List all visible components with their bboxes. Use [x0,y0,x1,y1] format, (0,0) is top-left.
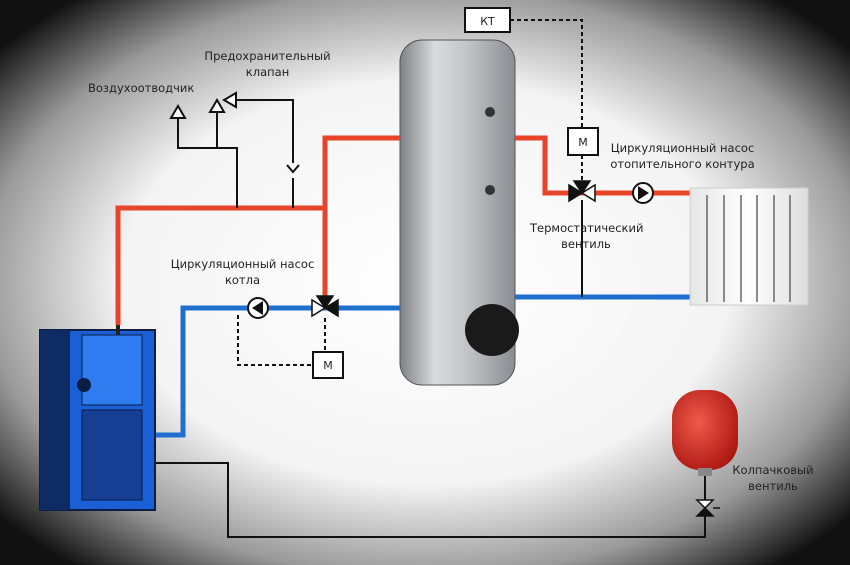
label-line: Циркуляционный насос [170,257,315,271]
motor-drive-bottom [312,351,344,379]
boiler-pump-label: Циркуляционный насос котла [170,256,315,288]
cap-valve-label: Колпачковый вентиль [728,462,818,494]
label-line: клапан [245,65,290,79]
kt-label: КТ [480,15,495,28]
heating-pump-icon [632,182,654,204]
boiler-pump-icon [247,297,269,319]
motor-drive-top [567,127,599,156]
supply-pipes [115,135,690,325]
thermostatic-valve-icon [568,180,596,203]
boiler [39,325,156,511]
cap-valve-icon [695,499,720,517]
air-vent-label: Воздухоотводчик [88,81,195,95]
heating-pump-label: Циркуляционный насос отопительного конту… [600,140,765,172]
kt-controller [464,7,511,33]
control-lines [237,19,583,366]
label-line: вентиль [748,479,798,493]
storage-tank [399,39,519,386]
connection-lines [155,99,706,538]
label-line: Циркуляционный насос [610,141,755,155]
return-pipes [155,294,690,438]
label-line: отопительного контура [610,157,755,171]
label-line: котла [224,273,261,287]
three-way-valve-boiler [311,295,339,318]
label-line: Термостатический [530,221,644,235]
label-line: Предохранительный [204,49,331,63]
label-line: Колпачковый [732,463,814,477]
safety-valve-label: Предохранительный клапан [200,48,335,80]
label-line: вентиль [561,237,611,251]
radiator [689,187,809,306]
motor-bottom-label: М [323,359,333,372]
air-vent-icons [169,91,237,119]
expansion-tank [672,390,738,476]
motor-top-label: М [578,136,588,149]
thermostatic-valve-label: Термостатический вентиль [530,220,644,252]
